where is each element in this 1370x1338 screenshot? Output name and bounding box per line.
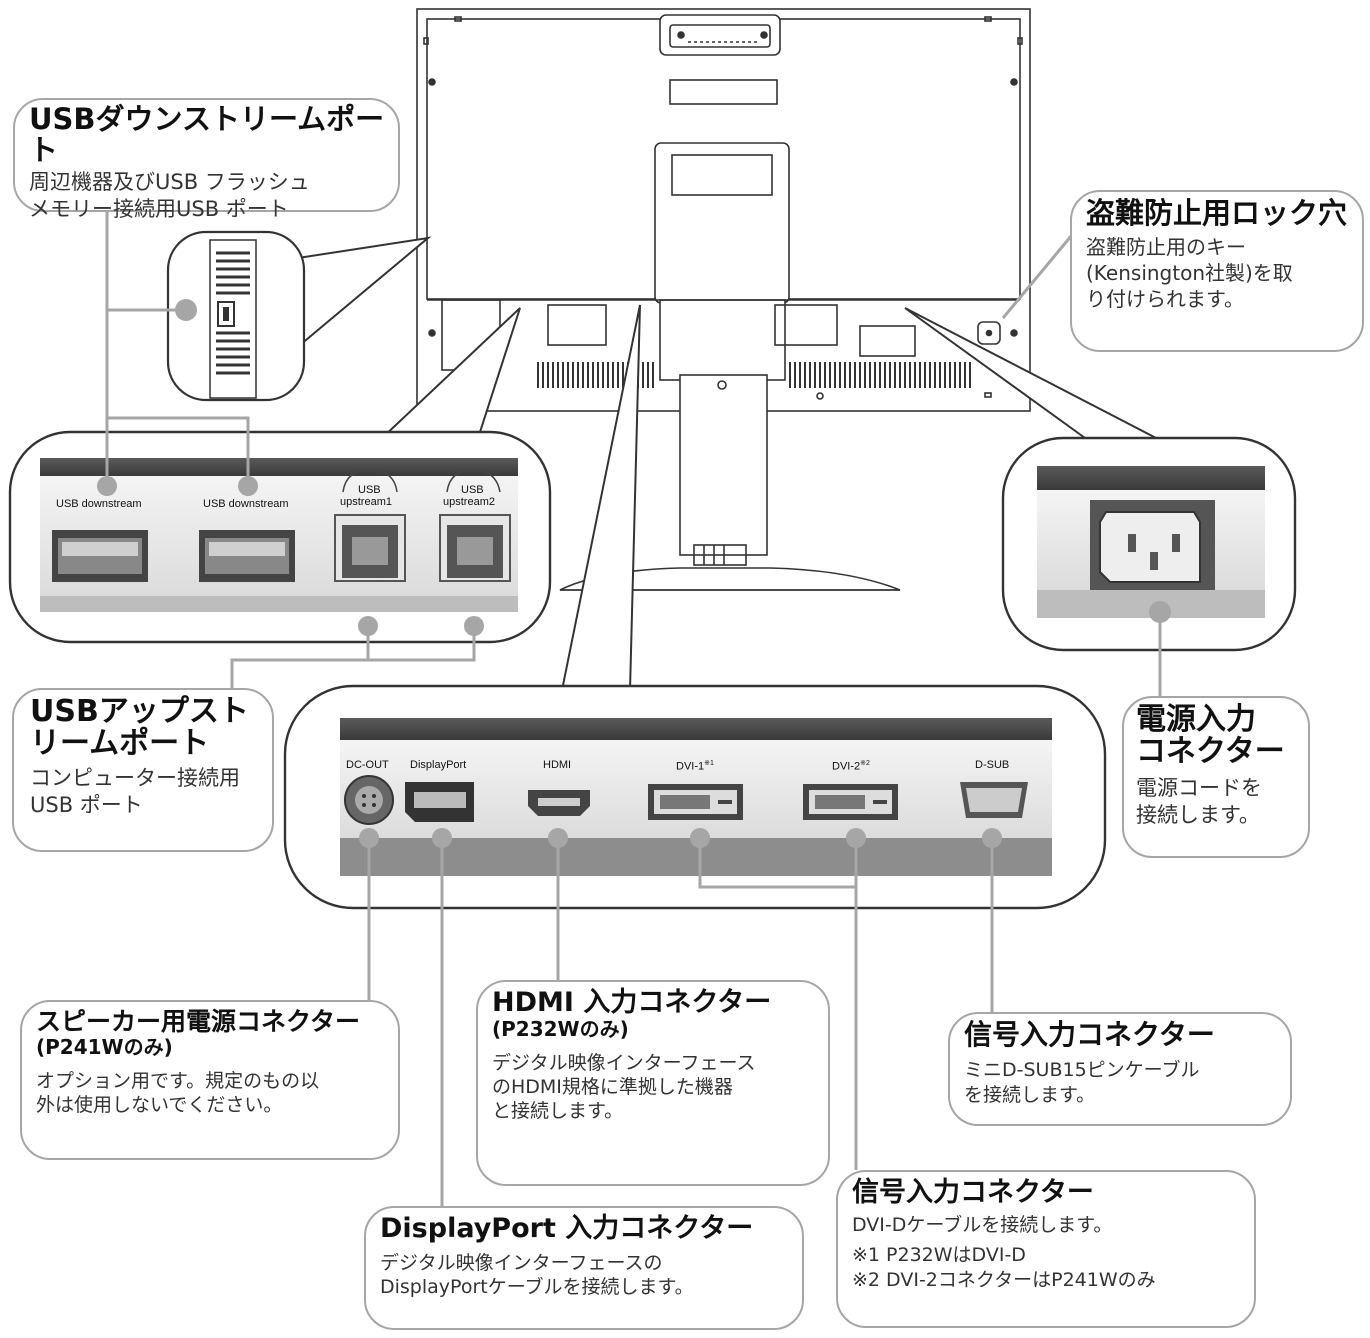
- callout-signal-dvi-note2: ※2 DVI-2コネクターはP241Wのみ: [852, 1268, 1156, 1291]
- callout-hdmi-desc1: デジタル映像インターフェース: [492, 1051, 756, 1074]
- label-hdmi: HDMI: [543, 759, 572, 771]
- label-dvi1-mark: ※1: [704, 760, 714, 767]
- callout-hdmi-title: HDMI 入力コネクター: [492, 987, 772, 1018]
- callout-lock-desc3: り付けられます。: [1086, 286, 1244, 311]
- callout-signal-dsub-desc1: ミニD-SUB15ピンケーブル: [964, 1059, 1200, 1082]
- callout-hdmi-desc3: と接続します。: [492, 1100, 624, 1123]
- leader-lines: [105, 212, 1162, 1208]
- callout-hdmi-sub: (P232Wのみ): [492, 1017, 629, 1042]
- label-displayport: DisplayPort: [410, 759, 467, 771]
- callout-usb-downstream-desc2: メモリー接続用USB ポート: [29, 196, 289, 221]
- callout-speaker-power-desc2: 外は使用しないでください。: [36, 1093, 283, 1116]
- callout-signal-dsub-title: 信号入力コネクター: [964, 1018, 1215, 1051]
- label-dvi1-text: DVI-1: [676, 760, 705, 773]
- callout-usb-downstream: USBダウンストリームポート 周辺機器及びUSB フラッシュ メモリー接続用US…: [13, 98, 400, 221]
- callout-usb-upstream-desc1: コンピューター接続用: [30, 765, 240, 790]
- callout-power-desc1: 電源コードを: [1136, 775, 1262, 800]
- callout-usb-downstream-desc1: 周辺機器及びUSB フラッシュ: [29, 169, 310, 194]
- label-usb-upstream1-b: upstream1: [340, 496, 392, 508]
- callout-signal-dsub-desc2: を接続します。: [964, 1083, 1096, 1106]
- callout-displayport-desc1: デジタル映像インターフェースの: [380, 1252, 663, 1275]
- label-dc-out: DC-OUT: [346, 759, 389, 771]
- label-usb-upstream1-a: USB: [358, 484, 381, 496]
- callout-power-title2: コネクター: [1136, 734, 1285, 770]
- callout-speaker-power-desc1: オプション用です。規定のもの以: [36, 1069, 320, 1092]
- callout-usb-upstream-title1: USBアップスト: [30, 694, 249, 729]
- label-usb-upstream2-a: USB: [461, 484, 484, 496]
- callout-usb-downstream-title: USBダウンストリームポート: [29, 102, 385, 168]
- label-dvi2-text: DVI-2: [832, 760, 861, 773]
- callout-speaker-power-title: スピーカー用電源コネクター: [36, 1007, 361, 1036]
- connector-zoom: [283, 684, 1107, 910]
- callout-lock-desc1: 盗難防止用のキー: [1086, 235, 1246, 260]
- label-dvi2-mark: ※2: [860, 760, 870, 767]
- callout-lock-title: 盗難防止用ロック穴: [1086, 196, 1348, 230]
- usb-panel-zoom: [8, 430, 552, 644]
- callout-usb-upstream-title2: リームポート: [30, 726, 210, 762]
- label-usb-upstream2-b: upstream2: [443, 496, 495, 508]
- callout-speaker-power: スピーカー用電源コネクター (P241Wのみ) オプション用です。規定のもの以 …: [20, 1000, 400, 1160]
- callout-usb-upstream-desc2: USB ポート: [30, 792, 143, 817]
- power-zoom: [1001, 436, 1297, 652]
- callout-power-desc2: 接続します。: [1136, 802, 1260, 827]
- callout-power: 電源入力 コネクター 電源コードを 接続します。: [1122, 696, 1310, 858]
- callout-signal-dsub: 信号入力コネクター ミニD-SUB15ピンケーブル を接続します。: [948, 1012, 1292, 1126]
- callout-speaker-power-sub: (P241Wのみ): [36, 1035, 173, 1059]
- label-dsub: D-SUB: [975, 759, 1010, 771]
- callout-hdmi-desc2: のHDMI規格に準拠した機器: [492, 1076, 733, 1099]
- callout-displayport-title: DisplayPort 入力コネクター: [380, 1213, 754, 1244]
- callout-signal-dvi-title: 信号入力コネクター: [852, 1177, 1094, 1208]
- callout-lock: 盗難防止用ロック穴 盗難防止用のキー (Kensington社製)を取 り付けら…: [1070, 190, 1364, 352]
- callout-signal-dvi-desc1: DVI-Dケーブルを接続します。: [852, 1214, 1113, 1237]
- label-dvi1: DVI-1※1: [676, 759, 714, 773]
- zoom-wedges: [283, 236, 1161, 702]
- callout-displayport: DisplayPort 入力コネクター デジタル映像インターフェースの Disp…: [364, 1206, 804, 1330]
- monitor-body: [416, 8, 1031, 591]
- label-usb-downstream-1: USB downstream: [56, 498, 142, 510]
- callout-displayport-desc2: DisplayPortケーブルを接続します。: [380, 1276, 694, 1299]
- usb-side-zoom: [166, 230, 306, 402]
- callout-lock-desc2: (Kensington社製)を取: [1086, 260, 1293, 285]
- leader-dots: [97, 299, 1171, 848]
- callout-hdmi: HDMI 入力コネクター (P232Wのみ) デジタル映像インターフェース のH…: [476, 980, 830, 1186]
- callout-usb-upstream: USBアップスト リームポート コンピューター接続用 USB ポート: [12, 688, 274, 852]
- label-usb-downstream-2: USB downstream: [203, 498, 289, 510]
- callout-signal-dvi-note1: ※1 P232WはDVI-D: [852, 1244, 1026, 1267]
- label-dvi2: DVI-2※2: [832, 759, 870, 773]
- callout-power-title1: 電源入力: [1136, 702, 1256, 737]
- callout-signal-dvi: 信号入力コネクター DVI-Dケーブルを接続します。 ※1 P232WはDVI-…: [836, 1170, 1256, 1328]
